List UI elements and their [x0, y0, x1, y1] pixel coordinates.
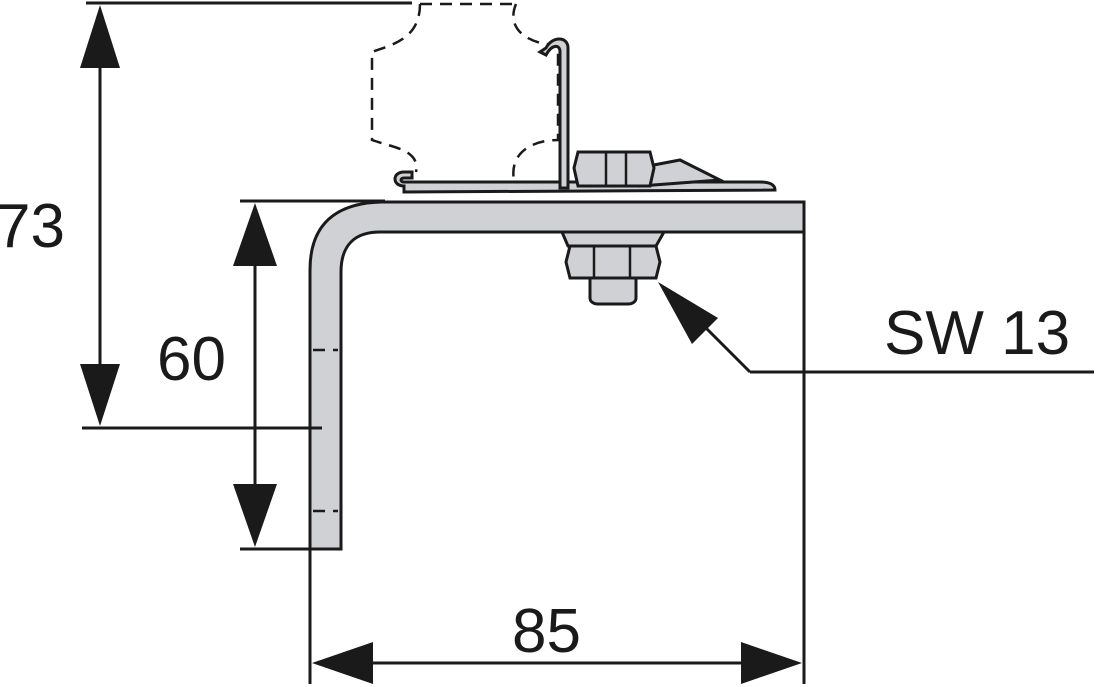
- dimension-85-label: 85: [512, 597, 581, 666]
- arrowhead-up-icon: [80, 5, 120, 68]
- top-nut: [572, 150, 656, 188]
- angle-bracket: [308, 200, 806, 551]
- extension-lines: [82, 1, 806, 684]
- dimension-60-label: 60: [157, 325, 226, 394]
- arrowhead-right-icon: [741, 642, 802, 684]
- dimension-60: 60: [157, 203, 277, 547]
- dimension-73-label: 73: [0, 192, 65, 261]
- arrowhead-down-icon: [80, 364, 120, 426]
- arrowhead-up-icon: [233, 203, 277, 266]
- wrench-size-callout: SW 13: [658, 282, 1094, 374]
- dimension-85: 85: [312, 597, 802, 684]
- arrowhead-left-icon: [312, 642, 373, 684]
- rail-profile-dashed: [370, 2, 560, 192]
- arrowhead-down-icon: [233, 484, 277, 547]
- dimension-73: 73: [0, 5, 120, 426]
- bottom-nut: [559, 230, 667, 306]
- wrench-size-label: SW 13: [884, 299, 1070, 368]
- arrowhead-leader-icon: [658, 282, 718, 344]
